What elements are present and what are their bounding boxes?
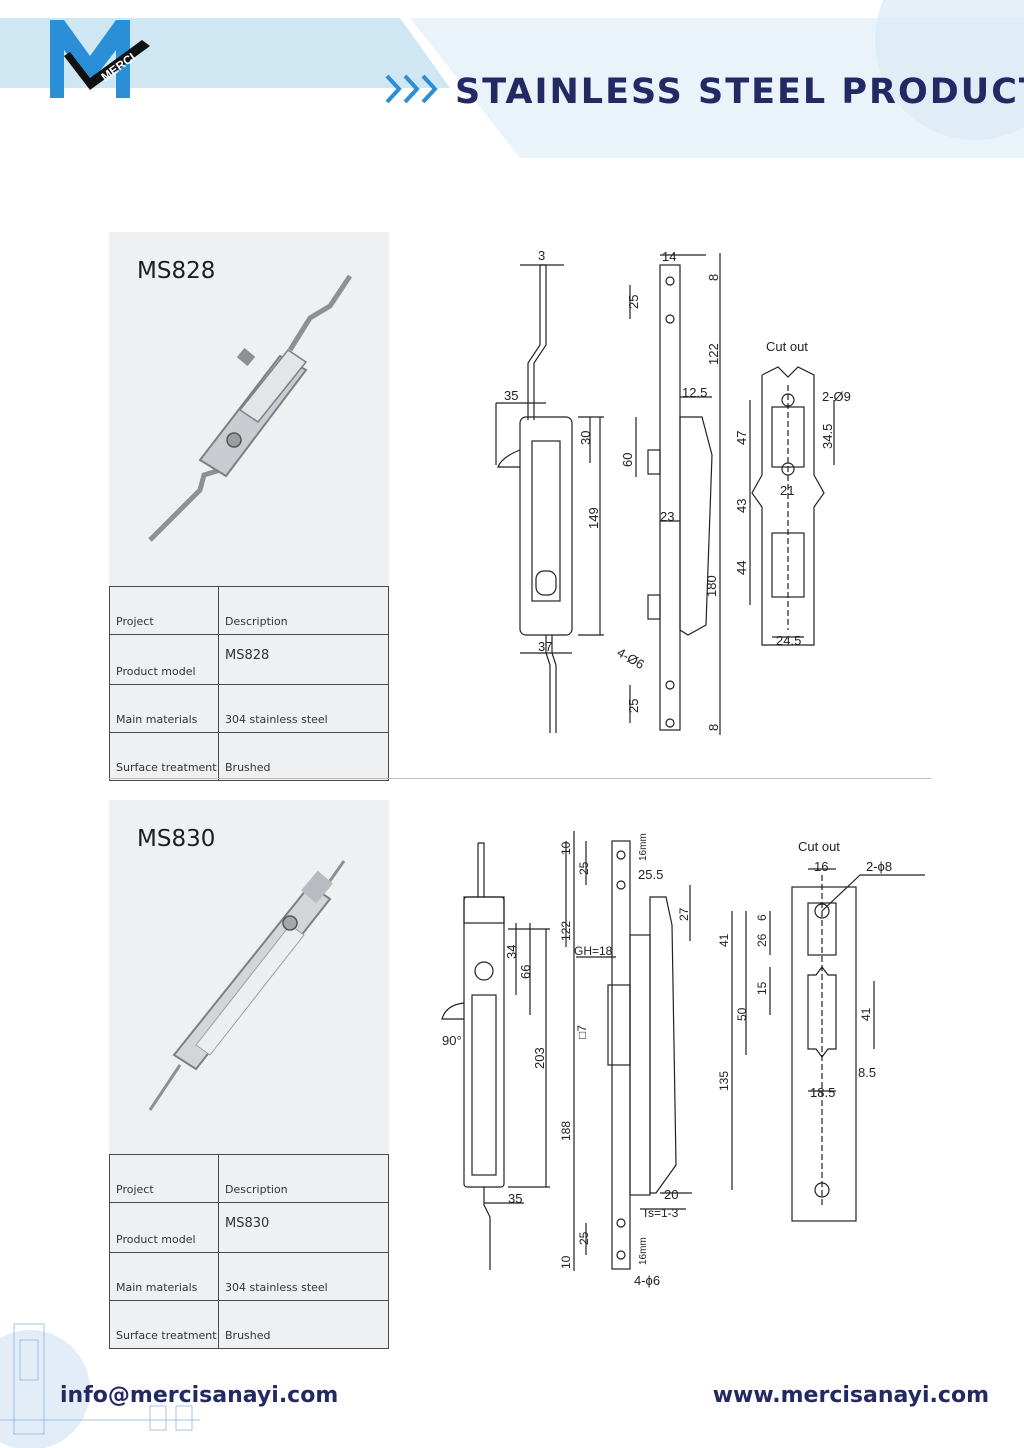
decorative-blueprint-graphic <box>0 1323 200 1448</box>
dim-label: 66 <box>518 965 533 979</box>
dim-label: 16mm <box>638 1237 649 1265</box>
dim-label: 24.5 <box>776 633 801 648</box>
dim-label: 25 <box>626 699 641 713</box>
dim-label: 8 <box>706 274 721 281</box>
spec-value-main-materials: 304 stainless steel <box>218 684 389 733</box>
dim-label: 25 <box>577 1231 591 1245</box>
product-title-ms828: MS828 <box>137 258 216 284</box>
technical-drawing-ms830: 90° 34 66 203 35 10 16mm 25 25.5 122 GH=… <box>441 831 925 1288</box>
dim-label: 41 <box>717 933 731 947</box>
spec-label-product-model: Product model <box>109 634 219 685</box>
dim-label: 35 <box>508 1191 522 1206</box>
product-photo-ms830 <box>148 860 346 1111</box>
dim-label: Ts=1-3 <box>642 1206 679 1220</box>
dim-label: 6 <box>755 914 769 921</box>
dim-label: 47 <box>734 431 749 445</box>
spec-value-surface-treatment: Brushed <box>218 732 389 781</box>
dim-label: 43 <box>734 499 749 513</box>
dim-label: 10 <box>559 841 573 855</box>
spec-label-product-model: Product model <box>109 1202 219 1253</box>
dim-label: 37 <box>538 639 552 654</box>
dim-label: 12.5 <box>682 385 707 400</box>
footer-website-link[interactable]: www.mercisanayi.com <box>712 1383 989 1408</box>
dim-label: 3 <box>538 248 545 263</box>
dim-label: 30 <box>578 431 593 445</box>
dim-label: 14 <box>662 249 676 264</box>
page-title: STAINLESS STEEL PRODUCTS <box>455 72 1024 112</box>
dim-label: 122 <box>706 343 721 365</box>
spec-value-main-materials: 304 stainless steel <box>218 1252 389 1301</box>
dim-label: 16 <box>814 859 828 874</box>
section-divider <box>109 778 931 779</box>
spec-value-product-model: MS828 <box>218 634 389 685</box>
spec-header-description: Description <box>218 586 389 635</box>
dim-label: 27 <box>677 907 691 921</box>
dim-label: 4-ϕ6 <box>634 1273 660 1288</box>
dim-label: 35 <box>504 388 518 403</box>
dim-label: 50 <box>735 1007 749 1021</box>
spec-label-main-materials: Main materials <box>109 1252 219 1301</box>
cut-out-label: Cut out <box>798 839 840 854</box>
dim-label: 180 <box>704 575 719 597</box>
dim-label: □7 <box>575 1025 589 1039</box>
footer-email-link[interactable]: info@mercisanayi.com <box>60 1383 339 1408</box>
spec-table-ms830: Project Description Product model MS830 … <box>109 1154 389 1349</box>
dim-label: 122 <box>559 921 573 941</box>
dim-label: 34 <box>504 945 519 959</box>
chevrons-icon <box>385 74 438 104</box>
dim-label: 8.5 <box>858 1065 876 1080</box>
dim-label: 2-ϕ8 <box>866 859 892 874</box>
dim-label: 10 <box>559 1255 573 1269</box>
dim-label: 15 <box>755 981 769 995</box>
dim-label: 90° <box>442 1033 462 1048</box>
spec-label-surface-treatment: Surface treatment <box>109 1300 219 1349</box>
dim-label: 149 <box>586 507 601 529</box>
dim-label: 20 <box>664 1187 678 1202</box>
dim-label: 188 <box>559 1121 573 1141</box>
dim-label: 2-Ø9 <box>822 389 851 404</box>
dim-label: 16mm <box>638 833 649 861</box>
dim-label: 203 <box>532 1047 547 1069</box>
dim-label: 41 <box>859 1007 873 1021</box>
dim-label: 25 <box>626 295 641 309</box>
dim-label: 26 <box>755 933 769 947</box>
spec-label-main-materials: Main materials <box>109 684 219 733</box>
dim-label: 4-Ø6 <box>615 645 648 672</box>
product-photo-ms828 <box>148 274 353 542</box>
dim-label: 25.5 <box>638 867 663 882</box>
dim-label: 44 <box>734 561 749 575</box>
dim-label: 25 <box>577 861 591 875</box>
spec-header-project: Project <box>109 586 219 635</box>
spec-table-ms828: Project Description Product model MS828 … <box>109 586 389 781</box>
dim-label: 60 <box>620 453 635 467</box>
technical-drawing-ms828: 3 35 30 149 37 14 8 25 122 12.5 60 23 18… <box>495 248 851 735</box>
merci-logo: MERCI <box>50 20 150 98</box>
dim-label: 8 <box>706 724 721 731</box>
dim-label: GH=18 <box>574 944 613 958</box>
dim-label: 21 <box>780 483 794 498</box>
spec-value-surface-treatment: Brushed <box>218 1300 389 1349</box>
spec-header-description: Description <box>218 1154 389 1203</box>
dim-label: 23 <box>660 509 674 524</box>
spec-header-project: Project <box>109 1154 219 1203</box>
spec-value-product-model: MS830 <box>218 1202 389 1253</box>
cut-out-label: Cut out <box>766 339 808 354</box>
dim-label: 18.5 <box>810 1085 835 1100</box>
dim-label: 34.5 <box>820 424 835 449</box>
dim-label: 135 <box>717 1071 731 1091</box>
spec-label-surface-treatment: Surface treatment <box>109 732 219 781</box>
product-title-ms830: MS830 <box>137 826 216 852</box>
